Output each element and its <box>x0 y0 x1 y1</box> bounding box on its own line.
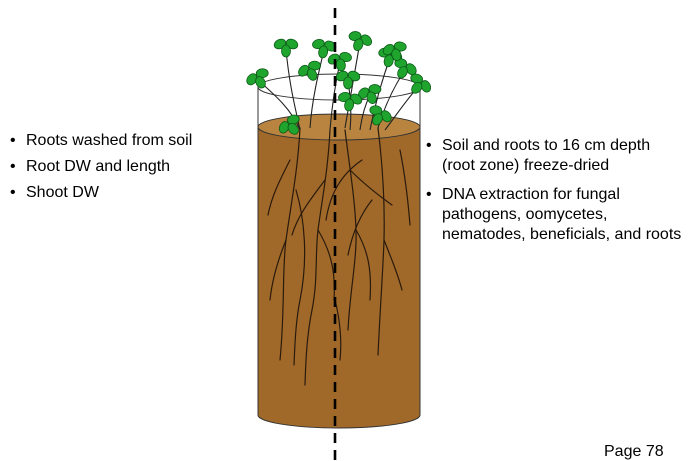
left-note-item: Roots washed from soil <box>8 131 192 151</box>
clover-leaf-icon <box>273 37 300 57</box>
clover-leaf-icon <box>403 69 436 101</box>
left-note-item: Root DW and length <box>8 157 192 177</box>
clover-leaf-icon <box>242 64 275 94</box>
soil-column <box>258 127 420 428</box>
left-notes-list: Roots washed from soil Root DW and lengt… <box>8 131 192 209</box>
clover-leaf-icon <box>335 69 362 89</box>
right-note-item: Soil and roots to 16 cm depth (root zone… <box>424 136 686 176</box>
left-note-item: Shoot DW <box>8 183 192 203</box>
page-number: Page 78 <box>604 443 664 461</box>
clover-leaf-icon <box>344 27 376 55</box>
right-notes-list: Soil and roots to 16 cm depth (root zone… <box>424 136 686 254</box>
clover-leaf-icon <box>325 49 355 73</box>
right-note-item: DNA extraction for fungal pathogens, oom… <box>424 185 686 245</box>
